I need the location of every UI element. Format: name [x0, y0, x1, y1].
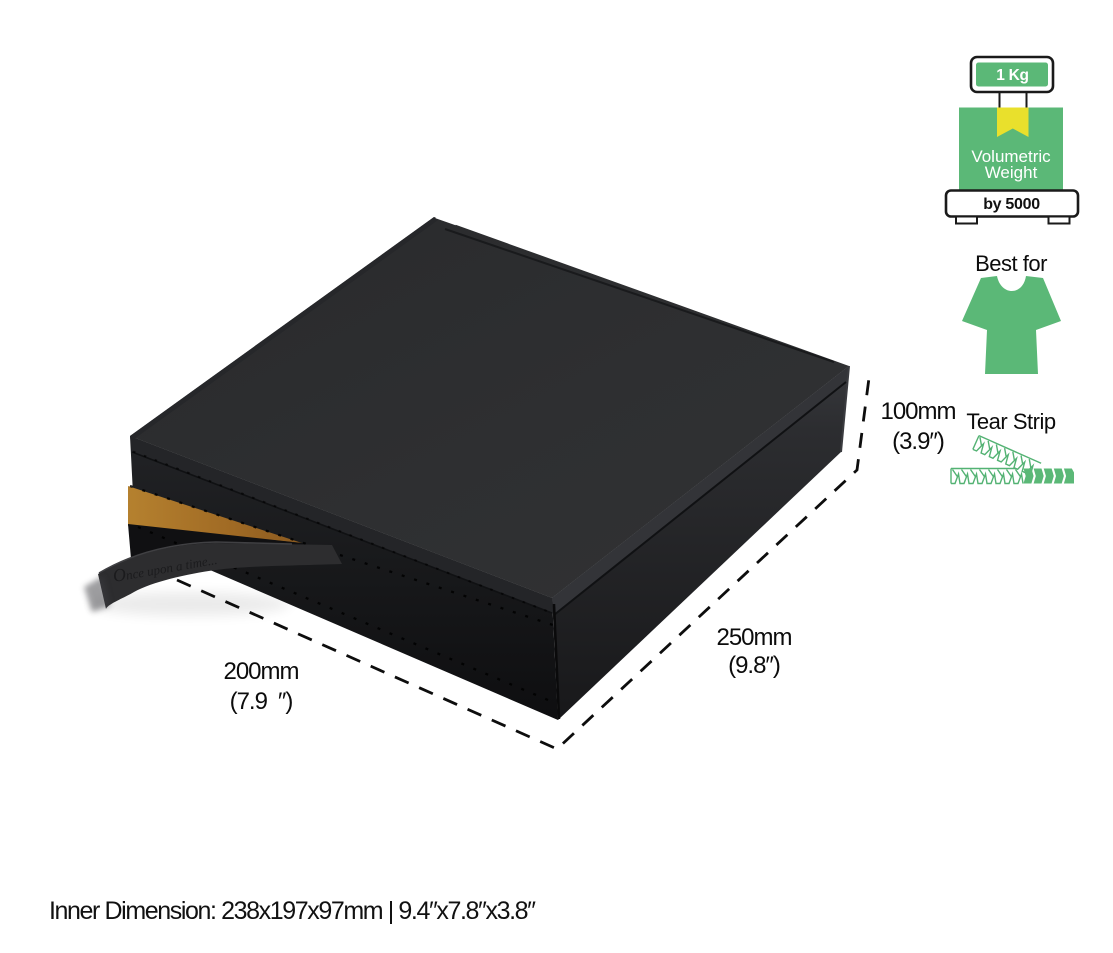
svg-text:Tear Strip: Tear Strip — [966, 409, 1055, 434]
svg-text:Weight: Weight — [985, 163, 1038, 182]
svg-text:250mm: 250mm — [716, 624, 791, 651]
svg-text:Best for: Best for — [975, 251, 1047, 276]
svg-text:Volumetric: Volumetric — [971, 147, 1051, 166]
svg-text:(3.9″): (3.9″) — [892, 428, 944, 455]
svg-text:by 5000: by 5000 — [983, 196, 1040, 213]
svg-text:100mm: 100mm — [880, 398, 955, 425]
svg-text:1 Kg: 1 Kg — [996, 67, 1028, 84]
svg-text:(7.9 ″): (7.9 ″) — [230, 688, 293, 715]
svg-text:(9.8″): (9.8″) — [728, 652, 780, 679]
svg-text:200mm: 200mm — [223, 658, 298, 685]
svg-text:Inner Dimension: 238x197x97mm: Inner Dimension: 238x197x97mm | 9.4″x7.8… — [49, 897, 536, 925]
